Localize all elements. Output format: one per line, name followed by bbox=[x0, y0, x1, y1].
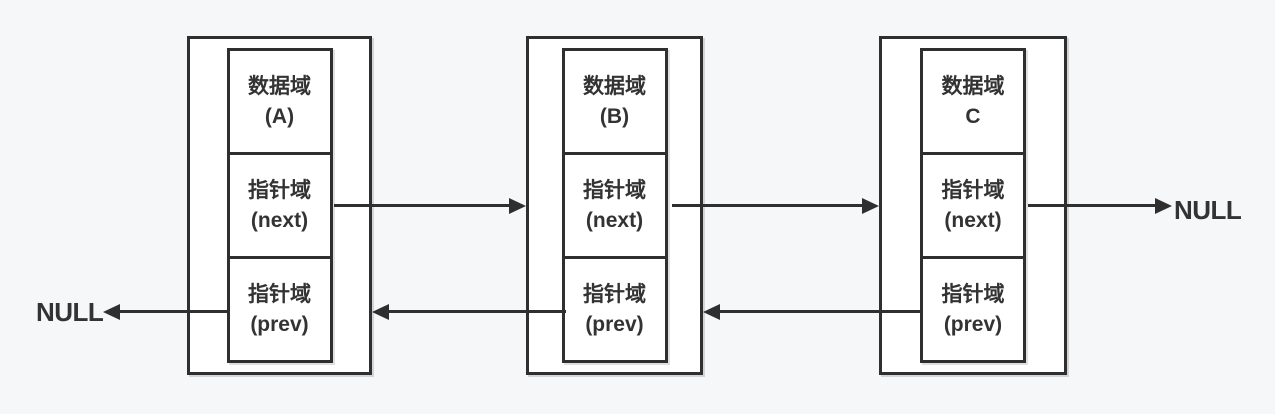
node-a-data-cell: 数据域 (A) bbox=[230, 51, 330, 152]
node-a-prev-sublabel: (prev) bbox=[250, 312, 309, 336]
prev-arrow-a-to-null-line bbox=[119, 310, 228, 313]
node-a-next-label: 指针域 bbox=[248, 178, 311, 202]
prev-arrow-c-to-b-arrowhead-icon bbox=[703, 303, 720, 320]
node-c-next-label: 指针域 bbox=[941, 178, 1005, 202]
next-arrow-a-to-b-line bbox=[334, 204, 510, 207]
next-arrow-a-to-b-arrowhead-icon bbox=[509, 197, 526, 214]
node-a-record: 数据域 (A) 指针域 (next) 指针域 (prev) bbox=[226, 48, 333, 363]
null-label-right: NULL bbox=[1174, 195, 1242, 225]
node-b-next-sublabel: (next) bbox=[585, 208, 644, 232]
next-arrow-b-to-c-arrowhead-icon bbox=[862, 197, 879, 214]
node-c-prev-label: 指针域 bbox=[941, 282, 1005, 306]
node-b-data-value: (B) bbox=[599, 104, 630, 128]
null-label-left: NULL bbox=[36, 297, 104, 327]
node-c-data-label: 数据域 bbox=[941, 74, 1005, 98]
node-a-data-label: 数据域 bbox=[248, 74, 311, 98]
node-a-data-value: (A) bbox=[264, 104, 295, 128]
node-b-prev-sublabel: (prev) bbox=[585, 312, 644, 336]
node-a-next-cell: 指针域 (next) bbox=[229, 152, 330, 256]
prev-arrow-b-to-a-arrowhead-icon bbox=[372, 303, 389, 320]
next-arrow-c-to-null-arrowhead-icon bbox=[1155, 197, 1172, 214]
prev-arrow-c-to-b-line bbox=[719, 310, 920, 313]
node-b-data-label: 数据域 bbox=[583, 74, 646, 98]
node-c-data-value: C bbox=[965, 104, 981, 128]
node-c-next-cell: 指针域 (next) bbox=[923, 152, 1023, 256]
node-c-prev-sublabel: (prev) bbox=[943, 312, 1003, 336]
node-c-next-sublabel: (next) bbox=[944, 208, 1002, 232]
prev-arrow-a-to-null-arrowhead-icon bbox=[103, 303, 120, 320]
node-c-prev-cell: 指针域 (prev) bbox=[923, 256, 1023, 360]
node-b-prev-cell: 指针域 (prev) bbox=[564, 256, 665, 360]
node-c-data-cell: 数据域 C bbox=[923, 51, 1023, 152]
prev-arrow-b-to-a-line bbox=[388, 310, 566, 313]
next-arrow-b-to-c-line bbox=[672, 204, 863, 207]
next-arrow-c-to-null-line bbox=[1028, 204, 1156, 207]
node-a-prev-cell: 指针域 (prev) bbox=[229, 256, 330, 360]
node-b-record: 数据域 (B) 指针域 (next) 指针域 (prev) bbox=[561, 48, 668, 363]
node-a-prev-label: 指针域 bbox=[248, 282, 311, 306]
node-b-data-cell: 数据域 (B) bbox=[565, 51, 665, 152]
node-a-next-sublabel: (next) bbox=[250, 208, 309, 232]
node-b-next-label: 指针域 bbox=[583, 178, 646, 202]
node-b-prev-label: 指针域 bbox=[583, 282, 646, 306]
node-b-next-cell: 指针域 (next) bbox=[564, 152, 665, 256]
node-c-record: 数据域 C 指针域 (next) 指针域 (prev) bbox=[920, 48, 1026, 363]
